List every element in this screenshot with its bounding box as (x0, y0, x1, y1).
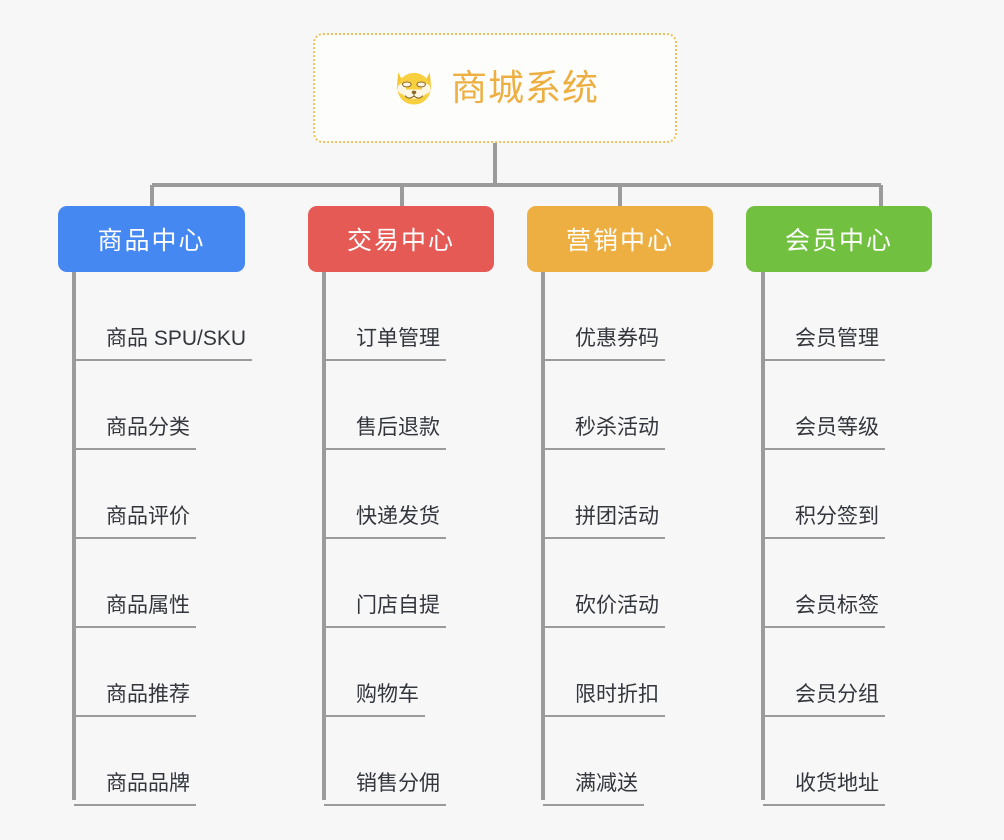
leaf-column-product-center: 商品 SPU/SKU 商品分类 商品评价 商品属性 商品推荐 商品品牌 (74, 272, 253, 806)
leaf-item[interactable]: 商品品牌 (74, 717, 252, 806)
leaf-column-marketing-center: 优惠券码 秒杀活动 拼团活动 砍价活动 限时折扣 满减送 (543, 272, 665, 806)
category-label-trade-center: 交易中心 (346, 227, 455, 255)
leaf-column-member-center: 会员管理 会员等级 积分签到 会员标签 会员分组 收货地址 (763, 272, 885, 806)
leaf-item[interactable]: 秒杀活动 (543, 361, 665, 450)
root-node[interactable]: 商城系统 (313, 33, 677, 143)
shiba-dog-icon (396, 72, 432, 105)
leaf-item[interactable]: 售后退款 (324, 361, 446, 450)
leaf-column-trade-center: 订单管理 售后退款 快递发货 门店自提 购物车 销售分佣 (324, 272, 446, 806)
leaf-item[interactable]: 满减送 (543, 717, 665, 806)
leaf-label: 门店自提 (324, 595, 446, 628)
leaf-label: 拼团活动 (543, 506, 665, 539)
leaf-label: 优惠券码 (543, 328, 665, 361)
leaf-item[interactable]: 销售分佣 (324, 717, 446, 806)
leaf-item[interactable]: 门店自提 (324, 539, 446, 628)
leaf-label: 秒杀活动 (543, 417, 665, 450)
leaf-label: 砍价活动 (543, 595, 665, 628)
category-box-trade-center[interactable]: 交易中心 (308, 206, 494, 272)
leaf-label: 售后退款 (324, 417, 446, 450)
leaf-label: 快递发货 (324, 506, 446, 539)
leaf-item[interactable]: 商品属性 (74, 539, 252, 628)
category-label-product-center: 商品中心 (97, 227, 206, 255)
leaf-item[interactable]: 商品评价 (74, 450, 252, 539)
leaf-label: 销售分佣 (324, 773, 446, 806)
leaf-item[interactable]: 会员分组 (763, 628, 885, 717)
root-title: 商城系统 (450, 67, 599, 108)
category-label-member-center: 会员中心 (784, 227, 893, 255)
leaf-item[interactable]: 收货地址 (763, 717, 885, 806)
leaf-label: 限时折扣 (543, 684, 665, 717)
leaf-label: 会员管理 (763, 328, 885, 361)
leaf-item[interactable]: 会员管理 (763, 272, 885, 361)
leaf-item[interactable]: 商品推荐 (74, 628, 252, 717)
leaf-item[interactable]: 商品分类 (74, 361, 252, 450)
category-label-marketing-center: 营销中心 (565, 227, 674, 255)
leaf-label: 商品 SPU/SKU (74, 328, 253, 361)
leaf-label: 购物车 (324, 684, 425, 717)
leaf-item[interactable]: 拼团活动 (543, 450, 665, 539)
leaf-label: 会员标签 (763, 595, 885, 628)
leaf-label: 商品属性 (74, 595, 196, 628)
leaf-label: 订单管理 (324, 328, 446, 361)
leaf-label: 商品分类 (74, 417, 196, 450)
leaf-label: 收货地址 (763, 773, 885, 806)
leaf-item[interactable]: 会员标签 (763, 539, 885, 628)
leaf-label: 会员分组 (763, 684, 885, 717)
leaf-item[interactable]: 砍价活动 (543, 539, 665, 628)
leaf-label: 商品推荐 (74, 684, 196, 717)
leaf-item[interactable]: 订单管理 (324, 272, 446, 361)
leaf-item[interactable]: 商品 SPU/SKU (74, 272, 253, 361)
leaf-label: 满减送 (543, 773, 644, 806)
category-box-marketing-center[interactable]: 营销中心 (527, 206, 713, 272)
leaf-label: 商品评价 (74, 506, 196, 539)
leaf-item[interactable]: 会员等级 (763, 361, 885, 450)
leaf-item[interactable]: 优惠券码 (543, 272, 665, 361)
category-box-member-center[interactable]: 会员中心 (746, 206, 932, 272)
leaf-label: 积分签到 (763, 506, 885, 539)
leaf-label: 会员等级 (763, 417, 885, 450)
leaf-item[interactable]: 限时折扣 (543, 628, 665, 717)
category-box-product-center[interactable]: 商品中心 (58, 206, 245, 272)
leaf-item[interactable]: 积分签到 (763, 450, 885, 539)
leaf-item[interactable]: 购物车 (324, 628, 446, 717)
leaf-item[interactable]: 快递发货 (324, 450, 446, 539)
leaf-label: 商品品牌 (74, 773, 196, 806)
